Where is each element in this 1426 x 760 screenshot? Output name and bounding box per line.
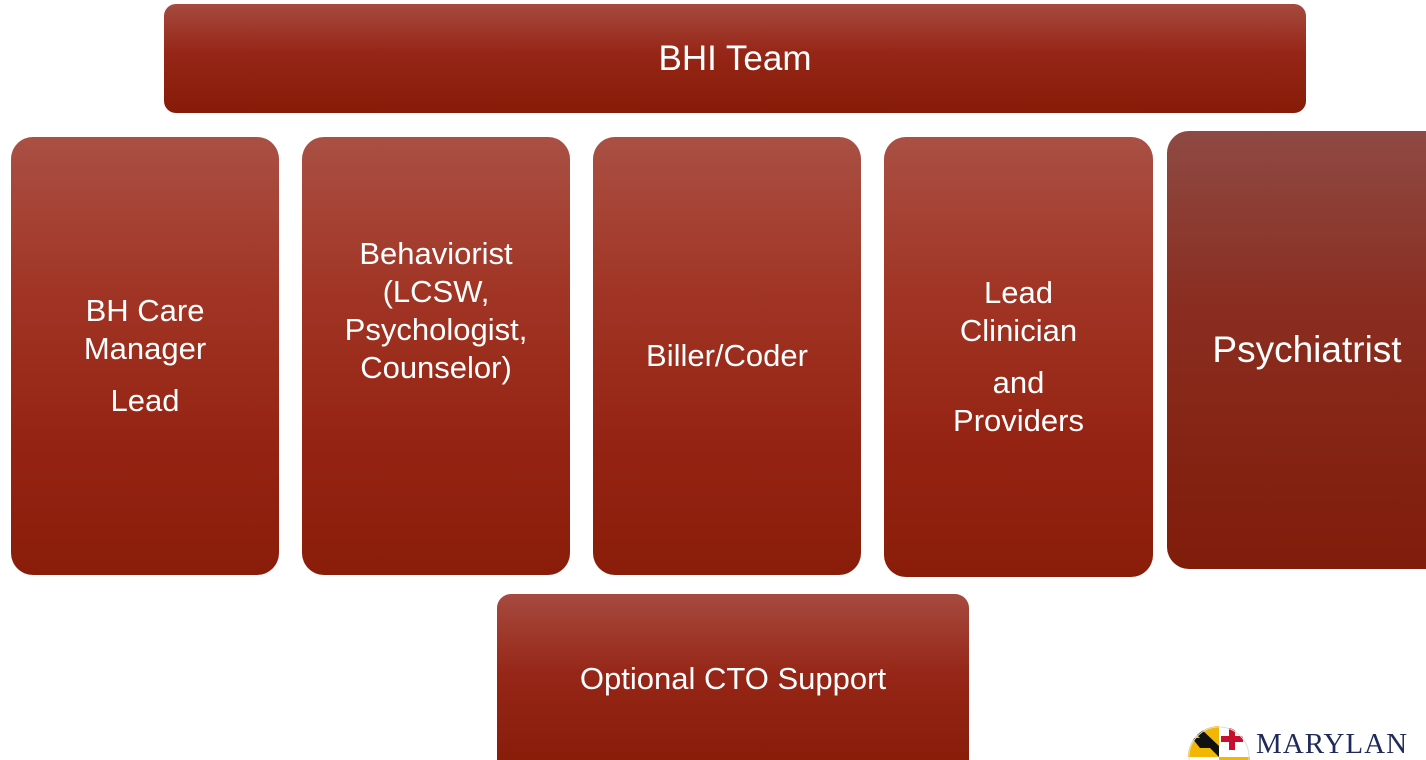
maryland-logo: MARYLAN bbox=[1188, 726, 1426, 760]
role-behaviorist-line1: Behaviorist bbox=[359, 236, 513, 271]
role-biller-coder: Biller/Coder bbox=[593, 137, 861, 575]
role-lead-clinician-line1: Lead bbox=[984, 275, 1053, 310]
bhi-team-header: BHI Team bbox=[164, 4, 1306, 113]
role-psychiatrist: Psychiatrist bbox=[1167, 131, 1426, 569]
maryland-flag-icon bbox=[1188, 726, 1250, 760]
role-psychiatrist-line1: Psychiatrist bbox=[1212, 329, 1402, 370]
role-care-manager-line3: Lead bbox=[110, 383, 180, 418]
role-behaviorist: Behaviorist (LCSW, Psychologist, Counsel… bbox=[302, 137, 570, 575]
role-behaviorist-line4: Counselor) bbox=[360, 350, 512, 385]
role-biller-coder-line1: Biller/Coder bbox=[646, 338, 808, 373]
role-lead-clinician: Lead Clinician and Providers bbox=[884, 137, 1153, 577]
role-care-manager-line2: Manager bbox=[83, 331, 207, 366]
role-lead-clinician-line3: and bbox=[992, 365, 1045, 400]
role-behaviorist-line2: (LCSW, bbox=[382, 274, 490, 309]
role-care-manager: BH Care Manager Lead bbox=[11, 137, 279, 575]
role-lead-clinician-line4: Providers bbox=[953, 403, 1084, 438]
maryland-wordmark: MARYLAN bbox=[1256, 728, 1409, 760]
optional-cto-support-label: Optional CTO Support bbox=[579, 661, 887, 696]
optional-cto-support: Optional CTO Support bbox=[497, 594, 969, 760]
role-behaviorist-line3: Psychologist, bbox=[344, 312, 528, 347]
role-lead-clinician-line2: Clinician bbox=[959, 313, 1078, 348]
bhi-team-title: BHI Team bbox=[658, 38, 812, 78]
role-care-manager-line1: BH Care bbox=[85, 293, 205, 328]
